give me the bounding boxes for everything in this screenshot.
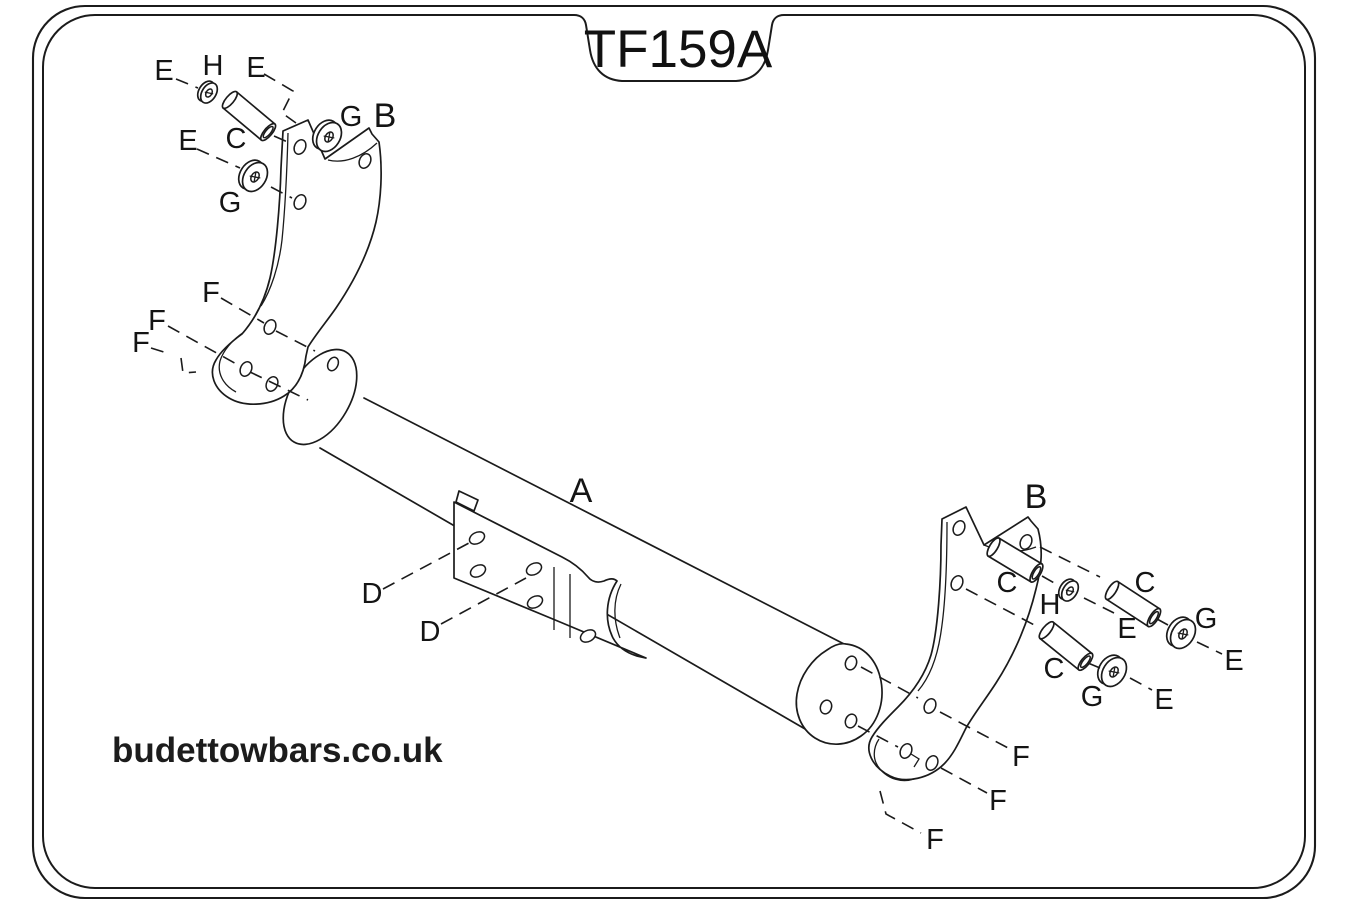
washer-small-left: [193, 77, 222, 107]
part-label-g: G: [340, 101, 363, 133]
axis-spacer-to-washer-e-right-1: [1156, 618, 1223, 655]
plate-hole: [525, 562, 543, 576]
part-label-f: F: [989, 785, 1007, 817]
leader-f-right-3-elbow: [879, 790, 922, 834]
axis-wing-to-spacer-right: [1039, 546, 1101, 578]
beam-tube-fill: [320, 398, 846, 733]
plate-hole: [469, 564, 487, 578]
bracket-hole: [952, 520, 966, 536]
part-label-f: F: [132, 327, 150, 359]
bracket-hole: [1019, 534, 1033, 550]
beam-right-flange: [795, 642, 883, 745]
axis-bracket-to-spacer-right: [965, 588, 1041, 629]
leader-lines: [150, 73, 1223, 834]
border-outer: [31, 4, 1317, 900]
part-label-c: C: [226, 123, 247, 155]
part-label-e: E: [1117, 613, 1136, 645]
flange-hole: [819, 699, 833, 715]
left-bracket-wing-fold: [327, 142, 378, 162]
website-text: budettowbars.co.uk: [112, 731, 443, 770]
part-label-c: C: [997, 567, 1018, 599]
beam-tube-top-edge: [363, 397, 847, 646]
part-labels: E H E C E G G B F F F A D D B C H C E G …: [132, 50, 1244, 856]
part-label-a: A: [570, 472, 593, 510]
part-label-e: E: [178, 125, 197, 157]
left-bracket: [211, 119, 382, 405]
part-label-g: G: [219, 187, 242, 219]
leader-f-left-1: [220, 297, 316, 352]
bracket-hole: [358, 153, 372, 169]
plate-outline: [453, 501, 647, 659]
part-label-e: E: [154, 55, 173, 87]
bracket-hole: [925, 755, 939, 771]
bracket-hole: [265, 376, 279, 392]
leader-e-through-washer-g-left: [196, 148, 293, 199]
leader-f-left-3-elbow: [150, 347, 197, 374]
leader-f-right-2: [940, 767, 988, 794]
part-label-g: G: [1081, 681, 1104, 713]
drawing-title: TF159A: [584, 20, 773, 79]
left-bracket-thickness-edge: [260, 132, 289, 307]
part-label-b: B: [374, 97, 397, 135]
part-label-h: H: [1040, 589, 1061, 621]
leader-f-left-2: [167, 325, 309, 401]
part-label-e: E: [1154, 684, 1173, 716]
part-label-e: E: [1224, 645, 1243, 677]
axis-spacer-to-washer-e-right-2: [1087, 662, 1153, 691]
part-label-f: F: [148, 305, 166, 337]
bracket-hole: [239, 361, 253, 377]
leader-e-to-washer-h-left: [175, 78, 199, 89]
right-bracket-outline: [868, 506, 1042, 781]
part-label-d: D: [420, 616, 441, 648]
axis-through-washer-h-right: [1041, 575, 1115, 614]
leader-e-zigzag-left: [263, 73, 297, 124]
leader-f-right-1: [939, 711, 1011, 750]
bracket-hole: [263, 319, 277, 335]
part-label-e: E: [246, 52, 265, 84]
bracket-hole: [293, 194, 307, 210]
leader-d-1: [382, 542, 470, 590]
flange-hole: [844, 713, 858, 729]
drawing-border: [31, 4, 1317, 900]
leader-d-2: [440, 577, 527, 625]
right-bracket-thickness-edge: [917, 521, 948, 692]
part-label-d: D: [362, 578, 383, 610]
flange-hole: [844, 655, 858, 671]
bracket-hole: [950, 575, 964, 591]
part-label-f: F: [1012, 741, 1030, 773]
bracket-hole: [899, 743, 913, 759]
border-inner-with-title-tab: [42, 14, 1306, 889]
centre-mounting-plate: [453, 490, 647, 659]
part-label-f: F: [202, 277, 220, 309]
plate-hole: [468, 531, 486, 545]
part-label-c: C: [1044, 653, 1065, 685]
main-beam-assembly: [282, 348, 883, 745]
part-label-b: B: [1025, 478, 1048, 516]
left-bracket-outline: [211, 119, 382, 405]
part-label-g: G: [1195, 603, 1218, 635]
right-bracket-foot-thickness: [873, 738, 915, 782]
plate-hole: [526, 595, 544, 609]
left-bracket-foot-thickness: [218, 331, 245, 393]
axis-flange-to-bracket-bottom: [857, 725, 899, 748]
part-label-f: F: [926, 824, 944, 856]
axis-flange-to-bracket-top: [860, 666, 919, 699]
axis-spacer-to-bracket-left: [273, 135, 291, 144]
flange-hole: [326, 356, 340, 372]
plate-tab: [455, 490, 479, 512]
bracket-hole: [293, 139, 307, 155]
tube-silhouette-in-notch: [614, 583, 622, 639]
corner-mark-right-foot: [910, 753, 920, 768]
plate-hole: [579, 629, 597, 643]
part-label-c: C: [1135, 567, 1156, 599]
bracket-hole: [923, 698, 937, 714]
part-label-h: H: [203, 50, 224, 82]
right-bracket: [868, 506, 1042, 782]
